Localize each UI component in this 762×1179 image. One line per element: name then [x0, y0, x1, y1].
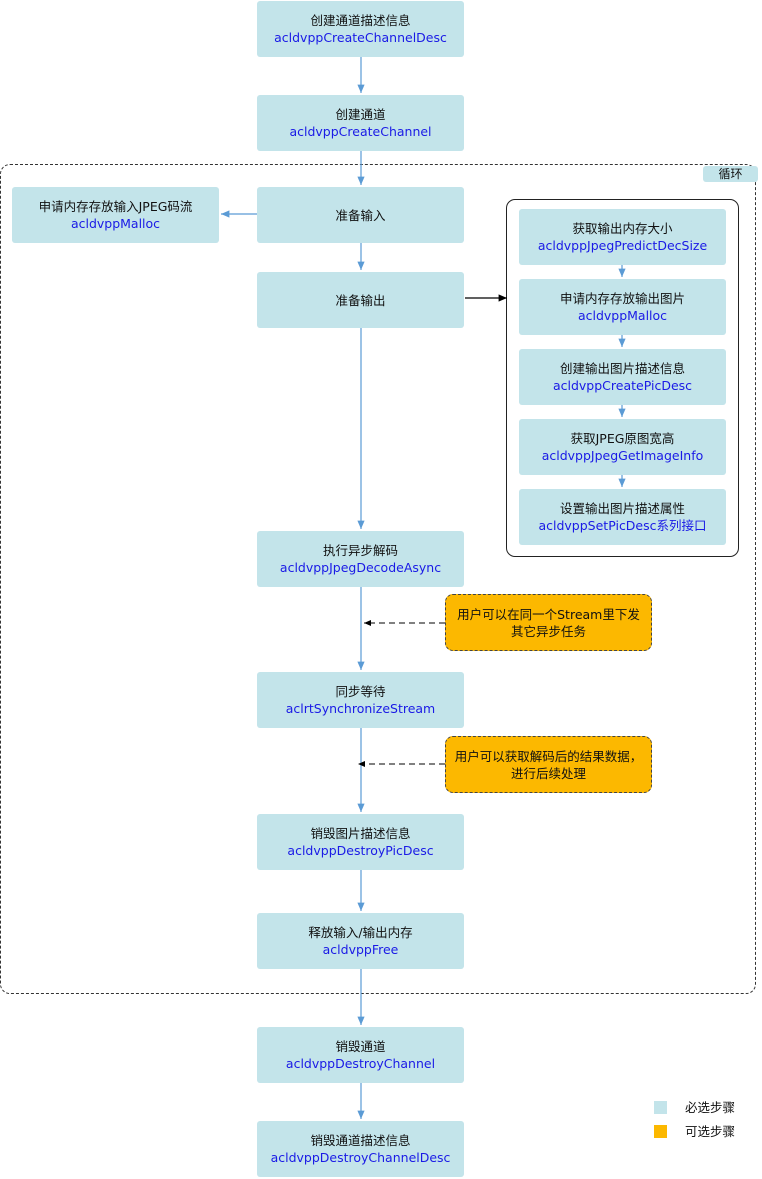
step-malloc-input: 申请内存存放输入JPEG码流 acldvppMalloc [12, 187, 219, 243]
step-destroy-channel-desc: 销毁通道描述信息 acldvppDestroyChannelDesc [257, 1121, 464, 1177]
step-api: acldvppDestroyChannelDesc [270, 1150, 451, 1165]
step-destroy-pic-desc: 销毁图片描述信息 acldvppDestroyPicDesc [257, 814, 464, 870]
substep-api: acldvppMalloc [577, 308, 668, 323]
step-create-channel-desc: 创建通道描述信息 acldvppCreateChannelDesc [257, 1, 464, 57]
substep-predict-size: 获取输出内存大小 acldvppJpegPredictDecSize [519, 209, 726, 265]
step-sync-wait: 同步等待 aclrtSynchronizeStream [257, 672, 464, 728]
step-title: 准备输入 [335, 207, 386, 223]
step-title: 申请内存存放输入JPEG码流 [38, 199, 193, 214]
substep-api: acldvppCreatePicDesc [552, 378, 693, 393]
step-decode-async: 执行异步解码 acldvppJpegDecodeAsync [257, 531, 464, 587]
step-prepare-output: 准备输出 [257, 272, 464, 328]
step-api: acldvppJpegDecodeAsync [279, 560, 442, 575]
step-title: 创建通道描述信息 [310, 13, 411, 28]
substep-create-pic-desc: 创建输出图片描述信息 acldvppCreatePicDesc [519, 349, 726, 405]
step-title: 创建通道 [335, 107, 386, 122]
note-get-results: 用户可以获取解码后的结果数据，进行后续处理 [445, 736, 652, 793]
substep-set-pic-desc: 设置输出图片描述属性 acldvppSetPicDesc系列接口 [519, 489, 726, 545]
substep-api: acldvppJpegPredictDecSize [537, 238, 708, 253]
step-title: 释放输入/输出内存 [308, 925, 413, 940]
note-other-tasks: 用户可以在同一个Stream里下发其它异步任务 [445, 594, 652, 651]
step-title: 同步等待 [335, 684, 386, 699]
step-api: acldvppDestroyPicDesc [287, 843, 434, 858]
substep-title: 申请内存存放输出图片 [559, 291, 685, 306]
step-prepare-input: 准备输入 [257, 187, 464, 243]
loop-frame [0, 164, 756, 994]
legend-optional-swatch [654, 1125, 667, 1138]
step-title: 准备输出 [335, 292, 386, 308]
substep-title: 创建输出图片描述信息 [559, 361, 685, 376]
legend-optional-label: 可选步骤 [685, 1124, 736, 1139]
substep-title: 设置输出图片描述属性 [559, 501, 685, 516]
step-free-memory: 释放输入/输出内存 acldvppFree [257, 913, 464, 969]
substep-get-image-info: 获取JPEG原图宽高 acldvppJpegGetImageInfo [519, 419, 726, 475]
step-api: acldvppFree [322, 942, 399, 957]
substep-malloc-output: 申请内存存放输出图片 acldvppMalloc [519, 279, 726, 335]
step-api: acldvppMalloc [70, 216, 161, 231]
step-api: acldvppDestroyChannel [285, 1056, 436, 1071]
substep-api: acldvppJpegGetImageInfo [541, 448, 704, 463]
substep-api: acldvppSetPicDesc系列接口 [538, 518, 707, 533]
step-api: acldvppCreateChannelDesc [274, 30, 447, 45]
legend-required-label: 必选步骤 [685, 1100, 736, 1115]
loop-label: 循环 [703, 166, 758, 182]
step-create-channel: 创建通道 acldvppCreateChannel [257, 95, 464, 151]
note-text: 用户可以获取解码后的结果数据，进行后续处理 [454, 748, 643, 781]
step-title: 销毁通道 [335, 1039, 386, 1054]
step-title: 销毁通道描述信息 [310, 1133, 411, 1148]
substep-title: 获取输出内存大小 [572, 221, 673, 236]
output-substeps-frame [506, 199, 739, 557]
substep-title: 获取JPEG原图宽高 [570, 431, 675, 446]
step-title: 执行异步解码 [322, 543, 398, 558]
legend-required-swatch [654, 1101, 667, 1114]
step-api: acldvppCreateChannel [289, 124, 432, 139]
step-title: 销毁图片描述信息 [310, 826, 411, 841]
step-api: aclrtSynchronizeStream [285, 701, 436, 716]
note-text: 用户可以在同一个Stream里下发其它异步任务 [457, 606, 640, 639]
step-destroy-channel: 销毁通道 acldvppDestroyChannel [257, 1027, 464, 1083]
